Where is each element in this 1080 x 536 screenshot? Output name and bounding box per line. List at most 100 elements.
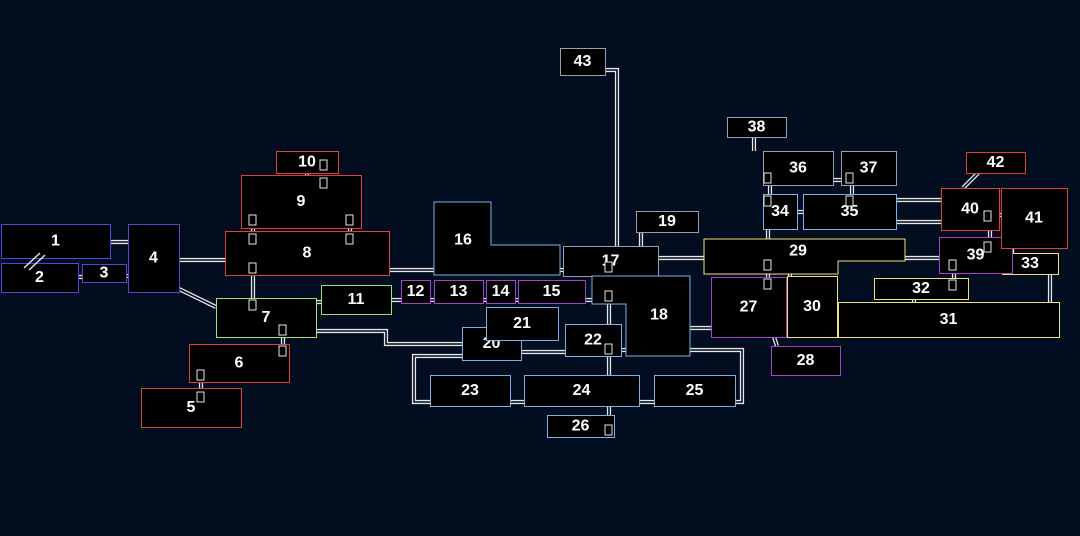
- room-7-label: 7: [262, 309, 271, 326]
- room-25-outline: [654, 375, 736, 407]
- room-26-outline: [547, 415, 615, 438]
- room-13-label: 13: [450, 283, 468, 300]
- room-18-outline: [591, 275, 691, 357]
- room-11: 11: [321, 285, 392, 315]
- room-41-label: 41: [1025, 210, 1043, 227]
- room-38-label: 38: [748, 119, 766, 136]
- room-33-label: 33: [1021, 255, 1039, 272]
- room-41-outline: [1001, 188, 1068, 249]
- door-icon-12: [196, 391, 205, 403]
- room-18: 18: [591, 275, 691, 357]
- room-10: 10: [276, 151, 339, 174]
- room-32-label: 32: [912, 280, 930, 297]
- room-9: 9: [241, 175, 362, 229]
- room-31-label: 31: [940, 311, 958, 328]
- room-23-outline: [430, 375, 511, 407]
- room-4-outline: [128, 224, 180, 293]
- room-43-outline: [560, 48, 606, 76]
- room-7: 7: [216, 298, 317, 338]
- room-12-outline: [401, 280, 431, 304]
- room-21: 21: [486, 307, 559, 341]
- room-24-outline: [524, 375, 640, 407]
- room-30-outline: [787, 276, 838, 338]
- door-icon-1: [319, 159, 328, 171]
- room-8-label: 8: [303, 245, 312, 262]
- room-33: 33: [1002, 253, 1059, 275]
- corridor-outer-14: [316, 328, 462, 347]
- room-3-outline: [82, 264, 127, 283]
- corridor-layer: [78, 67, 1053, 415]
- room-21-label: 21: [513, 315, 531, 332]
- door-icon-22: [845, 195, 854, 207]
- room-5-label: 5: [187, 399, 196, 416]
- corridor-inner-26: [605, 69, 618, 246]
- door-icon-7: [248, 262, 257, 274]
- room-11-outline: [321, 285, 392, 315]
- room-21-outline: [486, 307, 559, 341]
- room-22: 22: [565, 324, 622, 357]
- room-16-outline: [433, 201, 561, 276]
- room-3: 3: [82, 264, 127, 283]
- room-12: 12: [401, 280, 431, 304]
- room-16: 16: [433, 201, 561, 276]
- room-14-outline: [486, 280, 516, 304]
- corridor-inner-16: [413, 355, 462, 403]
- room-6-outline: [189, 344, 290, 383]
- door-icon-6: [345, 233, 354, 245]
- room-2-label: 2: [35, 269, 44, 286]
- room-29: 29: [703, 238, 906, 275]
- door-icon-20: [763, 278, 772, 290]
- room-43: 43: [560, 48, 606, 76]
- door-icon-25: [983, 210, 992, 222]
- door-icon-15: [604, 343, 613, 355]
- room-25: 25: [654, 375, 736, 407]
- room-12-label: 12: [407, 283, 425, 300]
- room-19: 19: [636, 211, 699, 233]
- slash-marker-a: [23, 252, 41, 269]
- door-icon-11: [196, 369, 205, 381]
- room-36-outline: [763, 151, 834, 186]
- door-icon-9: [278, 324, 287, 336]
- corridor-inner-5: [178, 288, 217, 308]
- door-icon-2: [319, 177, 328, 189]
- door-icon-4: [248, 233, 257, 245]
- corridor-inner-35: [773, 336, 778, 347]
- room-18-label: 18: [650, 307, 668, 324]
- door-layer: [23, 159, 992, 436]
- room-29-label: 29: [789, 243, 807, 260]
- room-41: 41: [1001, 188, 1068, 249]
- corridor-outer-26: [605, 67, 620, 246]
- room-24-label: 24: [573, 382, 591, 399]
- room-4: 4: [128, 224, 180, 293]
- room-14: 14: [486, 280, 516, 304]
- room-32-outline: [874, 278, 969, 300]
- door-icon-14: [604, 290, 613, 302]
- room-19-label: 19: [658, 213, 676, 230]
- room-5-outline: [141, 388, 242, 428]
- room-40: 40: [941, 188, 1000, 231]
- room-40-outline: [941, 188, 1000, 231]
- room-38: 38: [727, 117, 787, 138]
- door-icon-19: [763, 259, 772, 271]
- room-32: 32: [874, 278, 969, 300]
- room-1-outline: [1, 224, 111, 259]
- room-14-label: 14: [492, 283, 510, 300]
- room-23: 23: [430, 375, 511, 407]
- room-23-label: 23: [461, 382, 479, 399]
- door-icon-23: [948, 259, 957, 271]
- room-27: 27: [711, 277, 787, 338]
- room-38-outline: [727, 117, 787, 138]
- room-39-outline: [939, 237, 1013, 274]
- room-43-label: 43: [574, 53, 592, 70]
- door-icon-16: [604, 424, 613, 436]
- room-27-label: 27: [740, 299, 758, 316]
- room-16-label: 16: [454, 232, 472, 249]
- room-7-outline: [216, 298, 317, 338]
- room-13: 13: [434, 280, 484, 304]
- room-6-label: 6: [235, 355, 244, 372]
- room-30: 30: [787, 276, 838, 338]
- room-26-label: 26: [572, 418, 590, 435]
- room-37-label: 37: [860, 160, 878, 177]
- door-icon-13: [604, 261, 613, 273]
